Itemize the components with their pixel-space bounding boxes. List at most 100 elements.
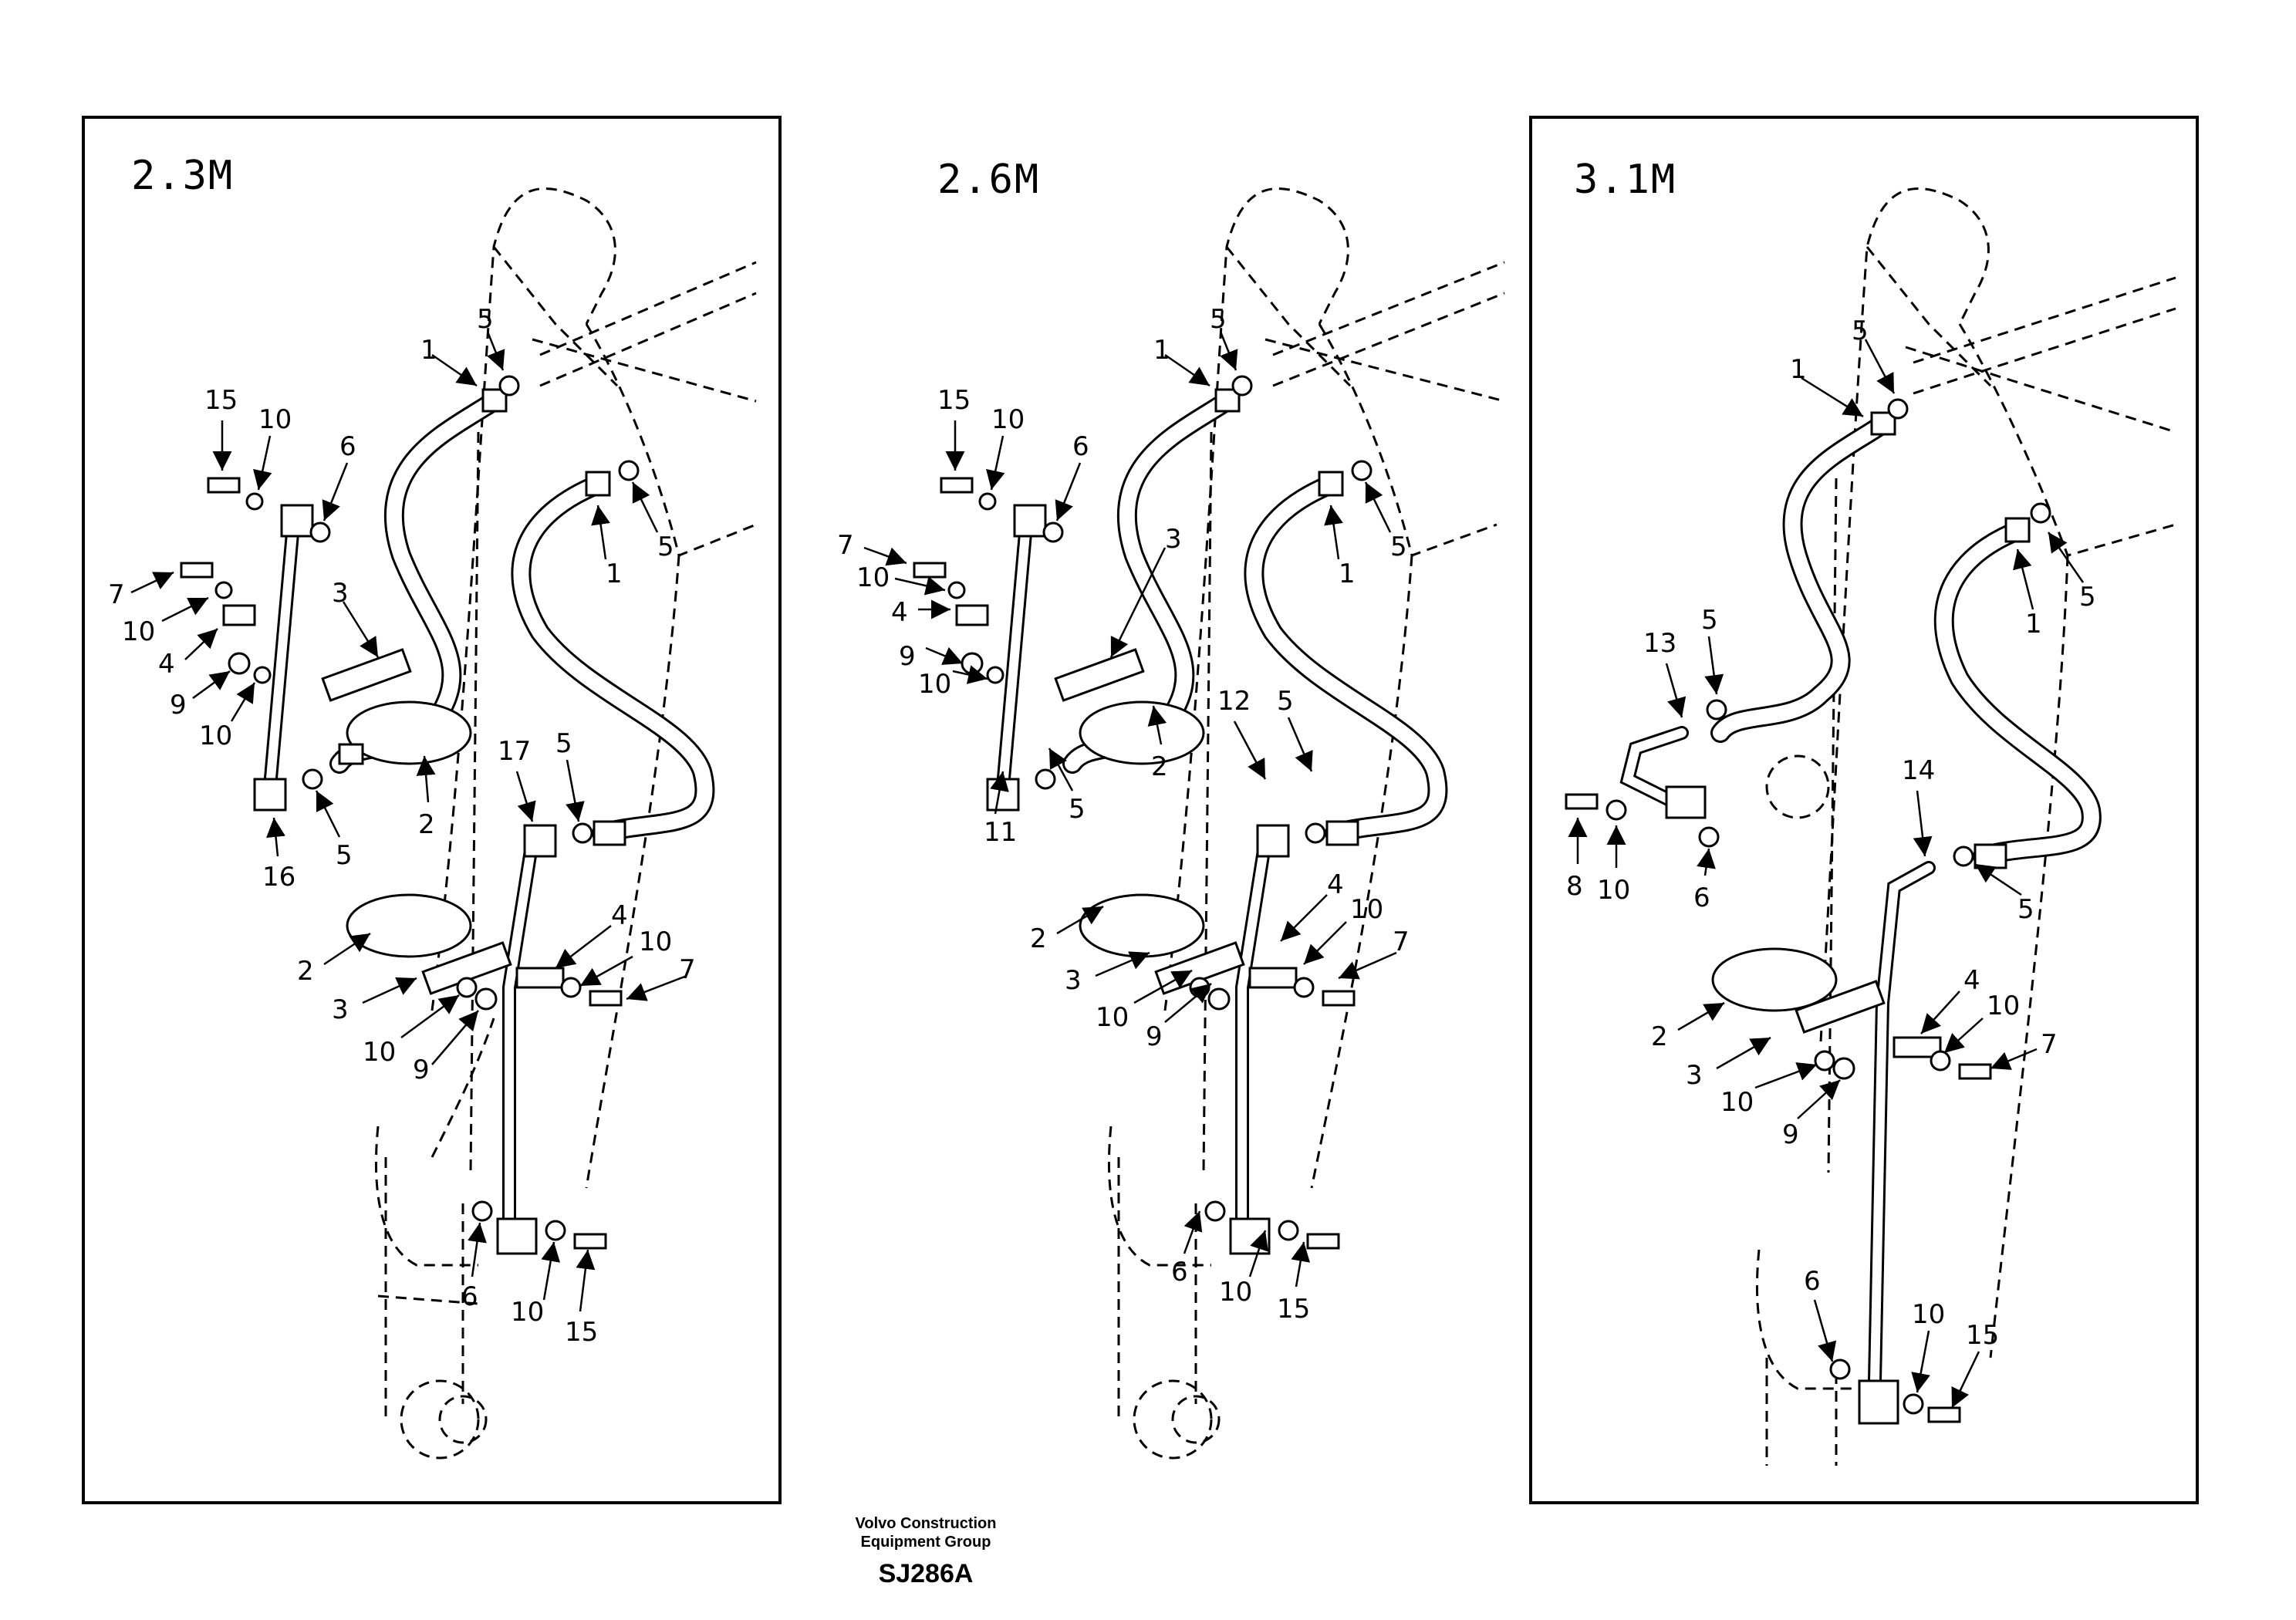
callout-7: 7 <box>837 530 854 561</box>
callout-7: 7 <box>1393 926 1410 957</box>
washer <box>2030 502 2051 524</box>
callout-10: 10 <box>199 721 232 751</box>
callout-15: 15 <box>1966 1320 1999 1351</box>
callout-6: 6 <box>1072 431 1089 462</box>
callout-1: 1 <box>606 559 623 589</box>
bolt <box>1958 1063 1992 1080</box>
washer <box>214 581 233 599</box>
bolt <box>940 477 974 494</box>
washer <box>1278 1220 1299 1241</box>
callout-1: 1 <box>1790 354 1807 385</box>
washer <box>1351 460 1373 481</box>
panel-frame-2-3m <box>82 116 782 1504</box>
callout-4: 4 <box>158 649 175 680</box>
callout-15: 15 <box>204 385 238 416</box>
clamp <box>955 604 989 626</box>
washer <box>1814 1050 1835 1072</box>
washer <box>1204 1200 1226 1222</box>
washer <box>1606 799 1627 821</box>
callout-10: 10 <box>991 404 1025 435</box>
bolt <box>913 562 947 579</box>
hose-fitting <box>585 471 611 497</box>
callout-2: 2 <box>1030 923 1047 954</box>
washer <box>253 666 272 684</box>
callout-6: 6 <box>339 431 356 462</box>
callout-6: 6 <box>461 1281 478 1312</box>
bolt <box>573 1233 607 1250</box>
panel-frame-3-1m <box>1529 116 2199 1504</box>
callout-10: 10 <box>1219 1277 1252 1308</box>
u-bolt <box>346 700 472 765</box>
clamp <box>1248 967 1298 989</box>
bolt <box>180 562 214 579</box>
callout-5: 5 <box>1277 686 1294 717</box>
callout-5: 5 <box>2017 894 2034 925</box>
hose-fitting <box>1214 388 1241 413</box>
callout-10: 10 <box>1350 894 1383 925</box>
washer <box>302 768 323 790</box>
callout-1: 1 <box>1153 335 1170 366</box>
u-bolt <box>1079 700 1205 765</box>
clamp-block <box>986 778 1020 812</box>
callout-3: 3 <box>332 578 349 609</box>
hose-fitting <box>1974 843 2007 869</box>
callout-2: 2 <box>297 956 314 987</box>
footer-caption: Volvo Construction Equipment Group SJ286… <box>0 1514 1852 1589</box>
washer <box>947 581 966 599</box>
callout-10: 10 <box>363 1037 396 1068</box>
callout-6: 6 <box>1171 1257 1188 1288</box>
panel-title-2-3m: 2.3M <box>131 153 234 199</box>
callout-4: 4 <box>1327 869 1344 900</box>
callout-9: 9 <box>899 641 916 672</box>
callouts-3-1m: 1 5 1 5 13 5 8 10 6 14 5 2 3 10 9 4 10 7 <box>1566 316 2096 1409</box>
callout-2: 2 <box>1151 751 1168 782</box>
callout-2: 2 <box>418 809 435 840</box>
callout-10: 10 <box>1720 1087 1754 1118</box>
callout-10: 10 <box>918 669 951 700</box>
callout-5: 5 <box>1701 605 1718 636</box>
boom-outline <box>1108 187 1505 1460</box>
callout-10: 10 <box>1912 1299 1945 1330</box>
callout-10: 10 <box>258 404 292 435</box>
clamp-block <box>1013 504 1047 538</box>
callout-3: 3 <box>332 994 349 1025</box>
callout-4: 4 <box>611 900 628 931</box>
washer <box>1305 822 1326 844</box>
callout-3: 3 <box>1686 1060 1703 1091</box>
callout-5: 5 <box>1210 304 1227 335</box>
callout-17: 17 <box>498 736 531 767</box>
clamp-block <box>1858 1379 1899 1425</box>
callouts-2-3m: 1 5 1 5 15 10 6 7 10 3 4 9 10 2 16 5 17 … <box>108 304 696 1348</box>
hose-fitting <box>1318 471 1344 497</box>
callout-5: 5 <box>657 532 674 562</box>
bolt <box>1927 1406 1961 1423</box>
callout-1: 1 <box>2025 609 2042 640</box>
clamp-block <box>253 778 287 812</box>
callout-11: 11 <box>984 817 1017 848</box>
nut <box>228 652 251 675</box>
callout-16: 16 <box>262 862 295 893</box>
washer <box>986 666 1004 684</box>
washer <box>618 460 640 481</box>
callout-6: 6 <box>1804 1266 1821 1297</box>
nut <box>961 652 984 675</box>
hose-fitting <box>1325 820 1359 846</box>
callout-1: 1 <box>420 335 437 366</box>
callout-14: 14 <box>1902 755 1935 786</box>
boom-outline <box>375 187 757 1460</box>
washer <box>1829 1358 1851 1380</box>
washer <box>1930 1050 1951 1072</box>
callout-10: 10 <box>1597 875 1630 906</box>
clamp <box>1893 1036 1942 1058</box>
callout-4: 4 <box>1963 965 1980 996</box>
washer <box>1706 699 1727 721</box>
washer <box>1698 826 1720 848</box>
washer <box>1293 977 1315 998</box>
washer <box>471 1200 493 1222</box>
clamp-block <box>1256 824 1290 858</box>
washer <box>309 521 331 543</box>
clamp-block <box>1665 785 1707 819</box>
hose-fitting <box>593 820 626 846</box>
publisher-line-2: Equipment Group <box>860 1534 991 1551</box>
